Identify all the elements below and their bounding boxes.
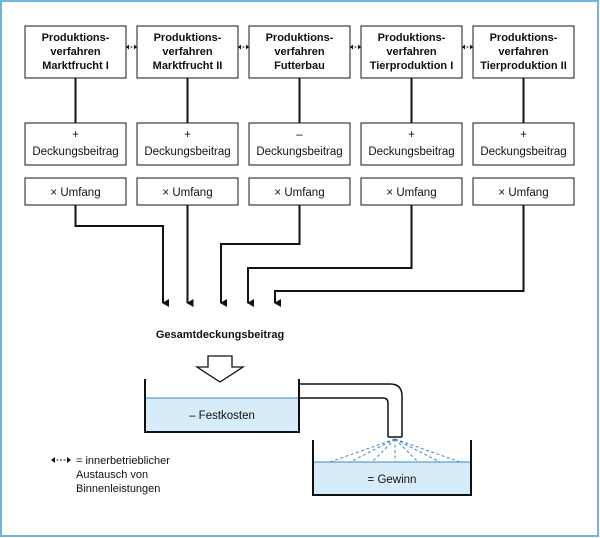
contribution-box — [24, 122, 127, 166]
contribution-label: Deckungsbeitrag — [144, 146, 230, 158]
exchange-arrow — [238, 44, 249, 50]
scope-label: × Umfang — [162, 187, 212, 199]
scope-box — [24, 177, 127, 206]
hollow-down-arrow — [194, 355, 246, 383]
contribution-label: Deckungsbeitrag — [480, 146, 566, 158]
procedure-line3: Marktfrucht I — [42, 60, 109, 72]
scope-box — [472, 177, 575, 206]
procedure-column-3: Produktions- verfahren Futterbau – Decku… — [248, 25, 351, 206]
flow-line-3 — [220, 205, 301, 307]
procedure-line3: Marktfrucht II — [153, 60, 223, 72]
procedure-line2: verfahren — [386, 46, 436, 58]
contribution-box — [360, 122, 463, 166]
procedure-line3: Futterbau — [274, 60, 325, 72]
procedure-line2: verfahren — [274, 46, 324, 58]
procedure-line3: Tierproduktion II — [480, 60, 567, 72]
legend-line1: = innerbetrieblicher — [76, 455, 170, 467]
procedure-line1: Produktions- — [42, 32, 110, 44]
contribution-label: Deckungsbeitrag — [368, 146, 454, 158]
contribution-label: Deckungsbeitrag — [32, 146, 118, 158]
profit-label: = Gewinn — [368, 474, 417, 486]
water-spray — [329, 438, 461, 463]
scope-box — [360, 177, 463, 206]
contribution-sign: – — [296, 129, 303, 141]
exchange-arrow — [462, 44, 473, 50]
contribution-box — [248, 122, 351, 166]
contribution-sign: + — [520, 129, 527, 141]
profit-water — [313, 462, 471, 495]
scope-label: × Umfang — [498, 187, 548, 199]
outlet-pipe-inner — [299, 397, 389, 437]
flow-line-5 — [274, 205, 525, 307]
fixed-cost-tank-walls — [144, 379, 300, 433]
procedure-box — [360, 25, 463, 79]
profit-tank: = Gewinn — [312, 440, 472, 496]
legend-line3: Binnenleistungen — [76, 483, 160, 495]
contribution-label: Deckungsbeitrag — [256, 146, 342, 158]
profit-tank-walls — [312, 440, 472, 496]
exchange-arrow-icon — [51, 457, 71, 463]
scope-label: × Umfang — [50, 187, 100, 199]
scope-box — [248, 177, 351, 206]
legend-line2: Austausch von — [76, 469, 148, 481]
procedure-line1: Produktions- — [378, 32, 446, 44]
fixed-cost-tank: – Festkosten — [144, 379, 300, 433]
procedure-box — [136, 25, 239, 79]
fixed-cost-label: – Festkosten — [189, 410, 255, 422]
procedure-line2: verfahren — [162, 46, 212, 58]
procedure-column-4: Produktions- verfahren Tierproduktion I … — [360, 25, 463, 206]
contribution-box — [136, 122, 239, 166]
scope-label: × Umfang — [386, 187, 436, 199]
exchange-arrow — [126, 44, 137, 50]
fixed-cost-water — [145, 398, 299, 432]
flow-lines — [74, 205, 525, 307]
procedure-column-2: Produktions- verfahren Marktfrucht II + … — [136, 25, 239, 206]
legend: = innerbetrieblicher Austausch von Binne… — [51, 455, 170, 495]
contribution-box — [472, 122, 575, 166]
contribution-sign: + — [408, 129, 415, 141]
procedure-line1: Produktions- — [154, 32, 222, 44]
procedure-line2: verfahren — [498, 46, 548, 58]
procedure-column-5: Produktions- verfahren Tierproduktion II… — [472, 25, 575, 206]
scope-box — [136, 177, 239, 206]
flow-line-4 — [247, 205, 413, 307]
flow-line-1 — [74, 205, 169, 307]
exchange-arrows — [126, 44, 473, 50]
exchange-arrow — [350, 44, 361, 50]
procedure-line1: Produktions- — [490, 32, 558, 44]
procedure-line2: verfahren — [50, 46, 100, 58]
scope-label: × Umfang — [274, 187, 324, 199]
procedure-column-1: Produktions- verfahren Marktfrucht I + D… — [24, 25, 127, 206]
procedure-box — [472, 25, 575, 79]
outlet-pipe-outer — [299, 383, 403, 437]
total-contribution-label: Gesamtdeckungsbeitrag — [156, 329, 284, 341]
contribution-sign: + — [72, 129, 79, 141]
contribution-sign: + — [184, 129, 191, 141]
procedure-line1: Produktions- — [266, 32, 334, 44]
procedure-line3: Tierproduktion I — [370, 60, 454, 72]
